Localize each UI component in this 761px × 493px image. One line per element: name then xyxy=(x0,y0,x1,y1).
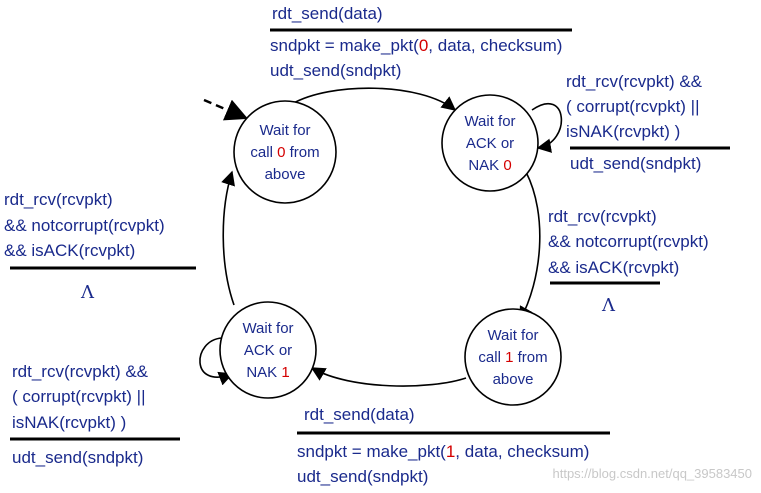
left-action-lambda: Λ xyxy=(80,282,95,303)
edge-top xyxy=(291,87,457,111)
state-wait-ack-1-label: ACK or xyxy=(244,342,292,359)
right-event-2: && notcorrupt(rcvpkt) xyxy=(548,232,709,251)
state-wait-call-0-label: call 0 from xyxy=(250,144,319,161)
state-wait-ack-1 xyxy=(219,301,317,399)
edge-right-self xyxy=(531,102,563,153)
right-self-action: udt_send(sndpkt) xyxy=(570,154,701,173)
state-wait-call-1-label: call 1 from xyxy=(478,349,547,366)
left-event-2: && notcorrupt(rcvpkt) xyxy=(4,216,165,235)
right-self-event-3: isNAK(rcvpkt) ) xyxy=(566,122,680,141)
initial-arrow xyxy=(203,98,249,121)
right-event-3: && isACK(rcvpkt) xyxy=(548,258,679,277)
bottom-event: rdt_send(data) xyxy=(304,405,415,424)
left-event-3: && isACK(rcvpkt) xyxy=(4,241,135,260)
right-event-1: rdt_rcv(rcvpkt) xyxy=(548,207,657,226)
state-wait-call-0 xyxy=(233,100,337,204)
state-wait-ack-0-label: NAK 0 xyxy=(468,157,511,174)
state-wait-call-1-label: above xyxy=(493,371,534,388)
state-wait-ack-0-label: ACK or xyxy=(466,135,514,152)
edge-left-self xyxy=(199,337,234,386)
state-wait-ack-0 xyxy=(441,94,539,192)
state-wait-call-1 xyxy=(464,308,562,406)
edge-right xyxy=(519,171,541,322)
state-wait-ack-1-label: NAK 1 xyxy=(246,364,289,381)
left-self-event-3: isNAK(rcvpkt) ) xyxy=(12,413,126,432)
edge-bottom xyxy=(310,367,467,387)
top-event: rdt_send(data) xyxy=(272,4,383,23)
state-wait-ack-1-label: Wait for xyxy=(242,320,293,337)
watermark: https://blog.csdn.net/qq_39583450 xyxy=(553,466,753,481)
top-action-2: udt_send(sndpkt) xyxy=(270,61,401,80)
left-self-event-1: rdt_rcv(rcvpkt) && xyxy=(12,362,149,381)
top-action: sndpkt = make_pkt(0, data, checksum) xyxy=(270,36,562,55)
bottom-action: sndpkt = make_pkt(1, data, checksum) xyxy=(297,442,589,461)
state-wait-call-0-label: Wait for xyxy=(259,122,310,139)
right-self-event-2: ( corrupt(rcvpkt) || xyxy=(566,97,700,116)
right-self-event-1: rdt_rcv(rcvpkt) && xyxy=(566,72,703,91)
state-wait-ack-0-label: Wait for xyxy=(464,113,515,130)
left-event-1: rdt_rcv(rcvpkt) xyxy=(4,190,113,209)
left-self-event-2: ( corrupt(rcvpkt) || xyxy=(12,387,146,406)
state-wait-call-0-label: above xyxy=(265,166,306,183)
left-self-action: udt_send(sndpkt) xyxy=(12,448,143,467)
bottom-action-2: udt_send(sndpkt) xyxy=(297,467,428,486)
edge-left xyxy=(221,170,235,306)
right-action-lambda: Λ xyxy=(601,295,616,316)
state-wait-call-1-label: Wait for xyxy=(487,327,538,344)
